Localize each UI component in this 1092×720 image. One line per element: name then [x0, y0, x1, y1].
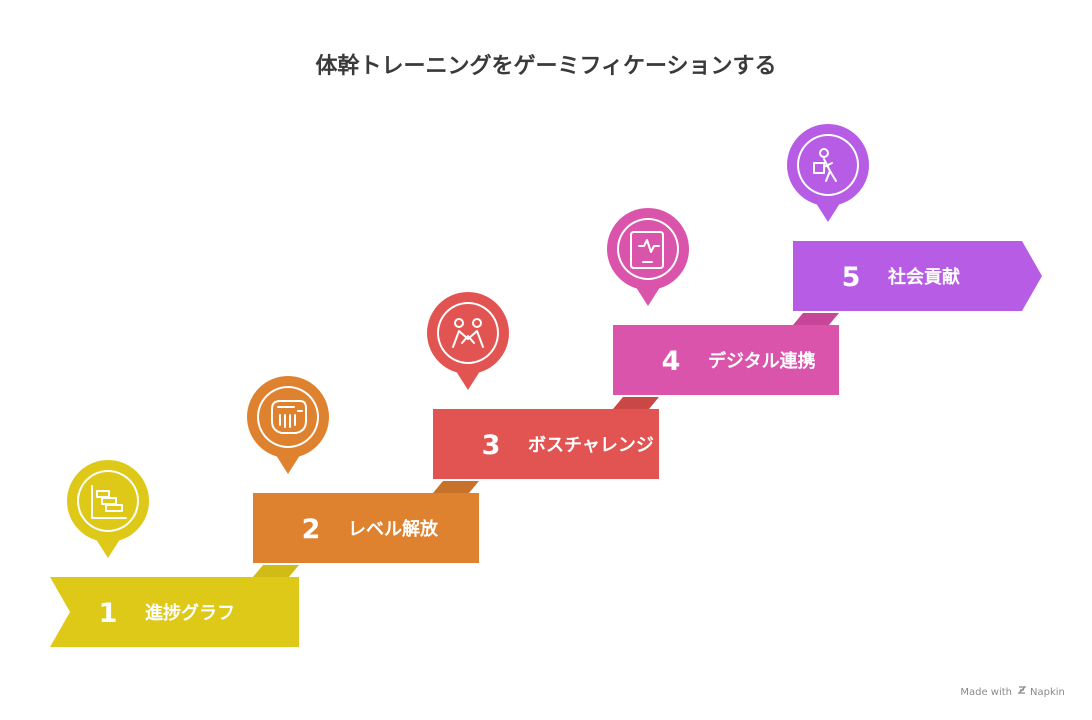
step-bar [253, 493, 479, 563]
step-pin [67, 460, 149, 558]
step-number: 3 [482, 430, 501, 461]
step-bar [50, 577, 299, 647]
step-4: 4 デジタル連携 [607, 208, 839, 395]
step-bar [433, 409, 659, 479]
step-number: 5 [842, 262, 861, 293]
made-with-label: Made with [960, 687, 1012, 698]
step-number: 2 [302, 514, 321, 545]
step-bar [793, 241, 1042, 311]
step-fold [613, 397, 659, 409]
brand-name: Napkin [1030, 687, 1065, 698]
step-label: レベル解放 [348, 518, 439, 540]
progress-chart-icon [91, 485, 127, 519]
step-label: ボスチャレンジ [528, 435, 654, 456]
step-1: 1 進捗グラフ [50, 460, 299, 647]
step-number: 1 [99, 598, 118, 629]
step-label: 進捗グラフ [145, 602, 235, 624]
napkin-logo-icon [1017, 686, 1027, 694]
step-3: 3 ボスチャレンジ [427, 292, 659, 479]
step-2: 2 レベル解放 [247, 376, 479, 563]
step-pin [427, 292, 509, 390]
health-tablet-icon [630, 231, 664, 269]
step-fold [793, 313, 839, 325]
step-5: 5 社会貢献 [787, 124, 1042, 311]
step-pin [247, 376, 329, 474]
step-fold [433, 481, 479, 493]
wrestlers-icon [452, 318, 484, 348]
step-label: デジタル連携 [708, 350, 816, 372]
footer: Made with Napkin [960, 686, 1065, 698]
step-pin [787, 124, 869, 222]
step-bar [613, 325, 839, 395]
steps-layer: 1 進捗グラフ 2 レベル解放 3 ボスチャレンジ 4 デジタル連携 5 社会貢献 [50, 124, 1042, 647]
fist-bump-icon [271, 400, 307, 434]
step-pin [607, 208, 689, 306]
step-number: 4 [662, 346, 681, 377]
volunteer-icon [813, 148, 837, 182]
step-label: 社会貢献 [888, 266, 960, 288]
page-title: 体幹トレーニングをゲーミフィケーションする [315, 53, 776, 79]
step-fold [253, 565, 299, 577]
